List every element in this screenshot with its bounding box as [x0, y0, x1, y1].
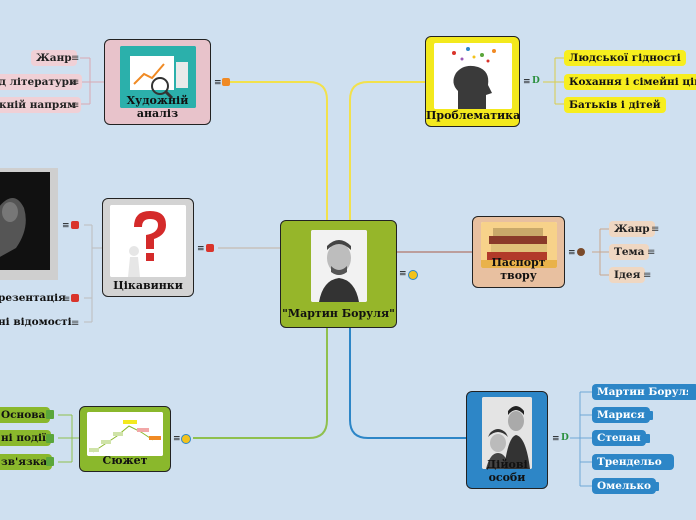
character-martyn-borulya-note-icon [688, 388, 696, 400]
plot-note-icon: ≡ [173, 434, 181, 444]
passport-note-icon: ≡ [568, 248, 576, 258]
curios-photo-youtube-icon [71, 221, 79, 232]
analysis-image [119, 46, 196, 108]
plot-item-tie[interactable]: зв'язка [0, 454, 53, 470]
analysis-item-genre[interactable]: Жанр [31, 50, 77, 66]
books-image [480, 222, 557, 268]
central-label: "Мартин Боруля" [282, 307, 395, 320]
curios-presentation-icon [206, 244, 214, 255]
passport-attachment-icon [577, 248, 585, 259]
character-marysia-note-icon [645, 411, 653, 423]
plot-item-events-note-icon [46, 434, 54, 446]
passport-node[interactable]: Паспорт твору [472, 216, 565, 288]
curios-node[interactable]: Цікавинки [102, 198, 194, 297]
plot-item-basis[interactable]: Основа [0, 407, 51, 423]
passport-item-idea-note-icon: ≡ [643, 270, 652, 281]
central-attachment-icon [408, 270, 418, 283]
analysis-item-direction-note-icon: ≡ [71, 100, 80, 111]
curios-photo-note-icon: ≡ [62, 221, 70, 231]
problems-item-love[interactable]: Кохання і сімейні цінно [564, 74, 696, 90]
analysis-note-icon: ≡ [214, 78, 222, 88]
passport-item-genre-note-icon: ≡ [651, 224, 660, 235]
problems-node[interactable]: Проблематика [425, 36, 520, 127]
character-stepan-note-icon [642, 434, 650, 446]
character-omelko-note-icon [651, 482, 659, 494]
character-stepan[interactable]: Степан [592, 430, 646, 446]
central-node[interactable]: "Мартин Боруля" [280, 220, 397, 328]
passport-item-genre[interactable]: Жанр [609, 221, 655, 237]
characters-node[interactable]: Дійові особи [466, 391, 548, 489]
analysis-label: Художній аналіз [126, 94, 189, 120]
passport-item-idea[interactable]: Ідея [609, 267, 646, 283]
curios-item-info[interactable]: ні відомості [0, 316, 72, 328]
passport-item-theme-note-icon: ≡ [647, 247, 656, 258]
problems-link-icon: D [532, 76, 540, 86]
characters-label: Дійові особи [486, 458, 528, 484]
curios-label: Цікавинки [113, 279, 183, 292]
curios-photo-image[interactable] [0, 168, 58, 280]
question-mark-image [110, 205, 186, 277]
characters-link-icon: D [561, 433, 569, 443]
plot-diagram-image [87, 412, 163, 456]
problems-item-parents[interactable]: Батьків і дітей [564, 97, 666, 113]
character-omelko[interactable]: Омелько [592, 478, 657, 494]
characters-photo-image [482, 397, 532, 469]
character-trendeliov[interactable]: Трендельов [592, 454, 675, 470]
curios-item-presentation-note-icon: ≡ [62, 294, 71, 305]
plot-node[interactable]: Сюжет [79, 406, 171, 472]
central-note-icon: ≡ [399, 269, 407, 279]
passport-item-theme[interactable]: Тема [609, 244, 650, 260]
analysis-item-direction[interactable]: кній напрям [0, 97, 82, 113]
problems-label: Проблематика [426, 109, 521, 122]
curios-item-info-note-icon: ≡ [71, 318, 80, 329]
analysis-blogger-icon [222, 78, 230, 89]
curios-item-presentation[interactable]: резентація [0, 292, 66, 304]
curios-item-presentation-icon [71, 294, 79, 305]
analysis-item-literature[interactable]: д літератури [0, 74, 82, 90]
characters-note-icon: ≡ [552, 434, 560, 444]
problems-item-dignity[interactable]: Людської гідності [564, 50, 686, 66]
passport-label: Паспорт твору [491, 256, 546, 282]
character-marysia[interactable]: Марися [592, 407, 650, 423]
problems-image [433, 43, 512, 109]
plot-item-events[interactable]: ні події [0, 430, 51, 446]
curios-note-icon: ≡ [197, 244, 205, 254]
plot-item-tie-note-icon [46, 457, 54, 469]
character-trendeliov-note-icon [662, 458, 670, 470]
analysis-node[interactable]: Художній аналіз [104, 39, 211, 125]
portrait-image [310, 230, 367, 302]
plot-label: Сюжет [102, 454, 148, 467]
analysis-item-literature-note-icon: ≡ [71, 77, 80, 88]
plot-item-basis-note-icon [46, 410, 54, 422]
problems-note-icon: ≡ [523, 77, 531, 87]
analysis-item-genre-note-icon: ≡ [71, 53, 80, 64]
plot-attachment-icon [181, 434, 191, 447]
character-martyn-borulya[interactable]: Мартин Боруля [592, 384, 696, 400]
